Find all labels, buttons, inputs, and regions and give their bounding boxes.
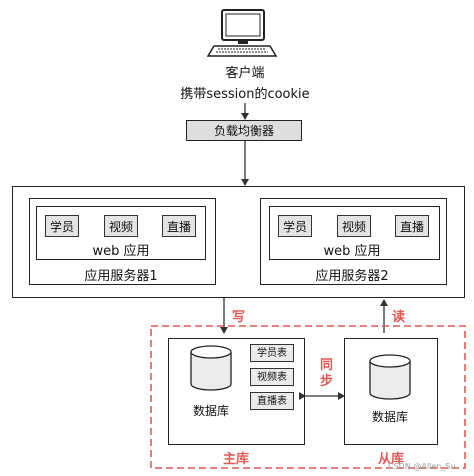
db-cluster-region <box>150 325 466 469</box>
master-db-cylinder <box>190 345 232 391</box>
session-cookie-note: 携带session的cookie <box>180 87 310 102</box>
load-balancer: 负载均衡器 <box>186 120 302 141</box>
web-app-label-1: web 应用 <box>92 244 150 259</box>
read-label: 读 <box>392 310 406 325</box>
server-title-2: 应用服务器2 <box>315 269 389 284</box>
client-label: 客户端 <box>225 66 265 81</box>
write-label: 写 <box>232 310 246 325</box>
web-app-label-2: web 应用 <box>323 244 381 259</box>
master-db-label: 数据库 <box>192 404 230 418</box>
service-live-1: 直播 <box>162 215 196 237</box>
server-title-1: 应用服务器1 <box>84 269 158 284</box>
service-student-1: 学员 <box>45 215 79 237</box>
sync-label: 同步 <box>320 358 334 389</box>
slave-label: 从库 <box>378 452 405 467</box>
table-live: 直播表 <box>250 392 294 410</box>
service-video-2: 视频 <box>337 215 371 237</box>
service-live-2: 直播 <box>395 215 429 237</box>
master-db-box <box>168 338 305 445</box>
table-video: 视频表 <box>250 368 294 386</box>
service-video-1: 视频 <box>104 215 138 237</box>
table-student: 学员表 <box>250 344 294 362</box>
computer-icon <box>206 9 278 57</box>
slave-db-box <box>344 338 438 445</box>
master-label: 主库 <box>223 452 250 467</box>
service-student-2: 学员 <box>278 215 312 237</box>
slave-db-cylinder <box>369 354 411 400</box>
watermark: CSDN @Allen_Su <box>388 462 456 471</box>
slave-db-label: 数据库 <box>371 410 409 424</box>
